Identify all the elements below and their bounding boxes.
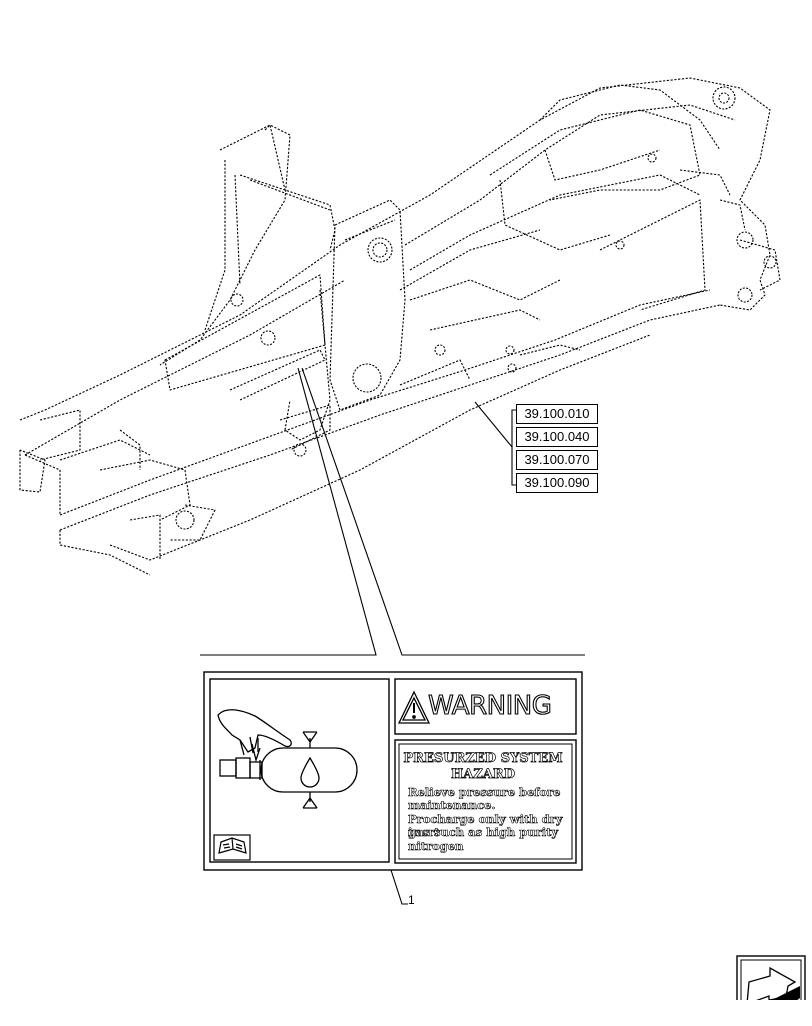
technical-drawing — [19, 77, 806, 1000]
callout-number: 1 — [408, 893, 415, 907]
decal-outer-border — [203, 671, 583, 871]
leader-lines — [200, 367, 585, 905]
hazard-line-3: Procharge only with dry inert — [408, 812, 563, 839]
reference-link-4[interactable]: 39.100.090 — [516, 473, 598, 493]
decal-warning-banner — [394, 678, 577, 735]
reference-link-3[interactable]: 39.100.070 — [516, 450, 598, 470]
hazard-line-4: gas such as high purity — [408, 825, 559, 839]
decal-pictogram-panel — [209, 678, 390, 863]
previous-page-arrow-icon — [736, 955, 806, 1000]
hazard-heading-1: PRESURZED SYSTEM — [403, 751, 563, 766]
operator-manual-icon — [213, 834, 251, 861]
warning-triangle-icon — [397, 690, 431, 724]
warning-decal — [203, 671, 583, 871]
warning-title: WARNING — [427, 690, 552, 721]
reference-link-1[interactable]: 39.100.010 — [516, 404, 598, 424]
hazard-heading-2: HAZARD — [450, 767, 516, 782]
chassis-frame — [19, 77, 781, 576]
reference-link-2[interactable]: 39.100.040 — [516, 427, 598, 447]
chassis-holes — [175, 86, 777, 530]
accumulator-pictogram-icon — [217, 709, 358, 809]
hazard-line-1: Relieve pressure before — [408, 785, 561, 799]
decal-text-panel — [394, 739, 577, 864]
previous-page-button[interactable] — [737, 956, 805, 1026]
hazard-line-2: maintenance. — [408, 798, 496, 812]
hazard-line-5: nitrogen — [408, 839, 464, 853]
